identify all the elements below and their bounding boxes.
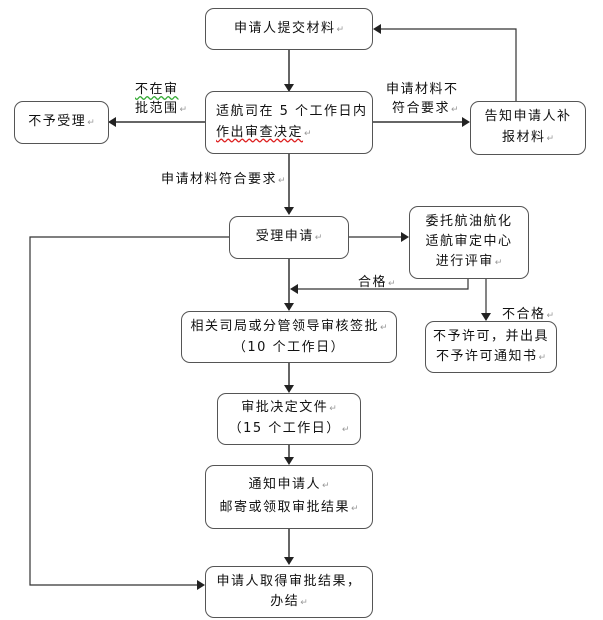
- paragraph-mark-icon: ↵: [546, 311, 555, 321]
- arrowhead: [290, 284, 298, 294]
- node-text: 委托航油航化: [425, 214, 512, 229]
- node-notify-applicant: 通知申请人↵ 邮寄或领取审批结果↵: [205, 465, 373, 529]
- label-materials-not-meeting: 申请材料不 符合要求↵: [386, 80, 459, 120]
- node-deny-permit: 不予许可，并出具 不予许可通知书↵: [425, 321, 557, 373]
- node-not-accepted: 不予受理↵: [14, 101, 109, 144]
- label-unqualified: 不合格↵: [502, 305, 554, 326]
- edge-delegate-qualified: [297, 278, 469, 290]
- node-text: 不予许可，并出具: [432, 328, 549, 344]
- label-text: 申请材料符合要求: [161, 172, 278, 187]
- paragraph-mark-icon: ↵: [341, 425, 350, 435]
- paragraph-mark-icon: ↵: [451, 105, 459, 115]
- label-text: 不合格: [502, 307, 546, 322]
- node-text: 申请人提交材料: [233, 20, 336, 36]
- label-materials-meeting: 申请材料符合要求↵: [161, 170, 286, 191]
- paragraph-mark-icon: ↵: [379, 322, 388, 333]
- arrowhead: [197, 580, 205, 590]
- node-text: 通知申请人: [248, 477, 321, 492]
- edge-supplement-submit: [380, 28, 517, 101]
- arrowhead: [373, 24, 381, 34]
- node-submit-materials: 申请人提交材料↵: [205, 8, 373, 50]
- arrowhead: [401, 232, 409, 242]
- node-delegate-evaluation: 委托航油航化 适航审定中心 进行评审↵: [409, 206, 529, 279]
- node-text-line: 委托航油航化: [425, 214, 513, 229]
- paragraph-mark-icon: ↵: [179, 105, 188, 115]
- edge-accept-complete: [29, 236, 229, 586]
- arrowhead: [108, 117, 116, 127]
- node-text: 作出审查决定: [216, 124, 304, 140]
- arrowhead: [462, 117, 470, 127]
- node-text: 适航审定中心: [425, 234, 513, 249]
- node-text: 受理申请: [255, 229, 314, 244]
- node-text: 报材料: [501, 130, 546, 145]
- arrowhead: [481, 313, 491, 321]
- node-text: 相关司局或分管领导审核签批: [190, 318, 379, 334]
- paragraph-mark-icon: ↵: [336, 24, 345, 35]
- arrowhead: [284, 303, 294, 311]
- node-text: 进行评审: [435, 254, 494, 269]
- node-text: 不予受理: [28, 114, 87, 129]
- label-text: 合格: [358, 275, 388, 290]
- paragraph-mark-icon: ↵: [314, 233, 323, 243]
- node-text: 不予许可通知书: [435, 348, 538, 364]
- node-text: 邮寄或领取审批结果: [219, 500, 350, 515]
- paragraph-mark-icon: ↵: [321, 481, 330, 491]
- label-text: 批范围: [135, 101, 179, 116]
- arrowhead: [284, 557, 294, 565]
- paragraph-mark-icon: ↵: [300, 597, 308, 608]
- paragraph-mark-icon: ↵: [546, 134, 555, 144]
- arrowhead: [284, 385, 294, 393]
- node-accept-application: 受理申请↵: [229, 216, 349, 259]
- arrowhead: [284, 84, 294, 92]
- label-out-of-scope: 不在审 批范围↵: [135, 80, 187, 120]
- arrowhead: [284, 457, 294, 465]
- paragraph-mark-icon: ↵: [350, 504, 359, 514]
- node-text: 申请人取得审批结果，: [216, 573, 362, 589]
- paragraph-mark-icon: ↵: [87, 118, 95, 128]
- node-text: （10 个工作日）: [232, 339, 346, 355]
- node-text: 审批决定文件: [241, 400, 329, 415]
- label-text: 符合要求: [392, 101, 451, 116]
- node-text: 适航司在 5 个工作日内: [216, 103, 368, 119]
- node-request-supplement: 告知申请人补 报材料↵: [470, 101, 586, 155]
- paragraph-mark-icon: ↵: [494, 258, 503, 268]
- node-decision-document: 审批决定文件↵ （15 个工作日）↵: [217, 393, 361, 445]
- paragraph-mark-icon: ↵: [304, 128, 312, 139]
- node-text: 告知申请人补: [484, 109, 572, 124]
- paragraph-mark-icon: ↵: [538, 352, 547, 363]
- node-leadership-signoff: 相关司局或分管领导审核签批↵ （10 个工作日）: [181, 311, 397, 363]
- paragraph-mark-icon: ↵: [278, 176, 286, 186]
- arrowhead: [284, 207, 294, 215]
- label-text: 不在审: [135, 82, 179, 97]
- paragraph-mark-icon: ↵: [388, 279, 396, 289]
- node-airworthiness-review: 适航司在 5 个工作日内 作出审查决定↵: [205, 91, 373, 154]
- node-text: （15 个工作日）: [228, 421, 341, 436]
- label-text: 申请材料不: [386, 82, 459, 97]
- label-qualified: 合格↵: [358, 273, 396, 294]
- node-text: 办结: [270, 593, 300, 609]
- paragraph-mark-icon: ↵: [329, 404, 337, 414]
- node-complete: 申请人取得审批结果， 办结↵: [205, 566, 373, 618]
